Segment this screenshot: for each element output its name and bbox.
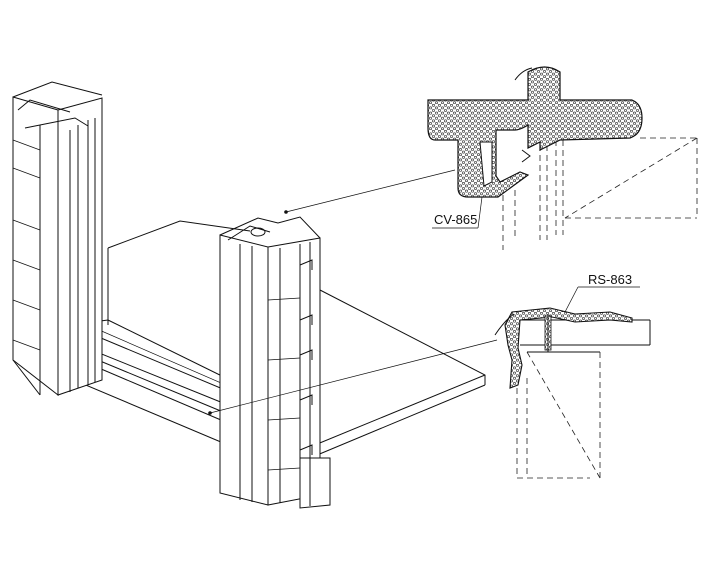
floor-slab xyxy=(107,220,486,459)
cv865-detail xyxy=(427,66,698,250)
label-rs-863: RS-863 xyxy=(588,272,632,287)
cv865-label-group: CV-865 xyxy=(432,196,483,229)
leader-lines xyxy=(208,169,498,415)
left-post xyxy=(12,81,103,397)
rs863-label-group: RS-863 xyxy=(564,272,640,313)
label-cv-865: CV-865 xyxy=(434,212,477,227)
right-post xyxy=(219,216,331,509)
rs863-detail xyxy=(494,307,651,479)
